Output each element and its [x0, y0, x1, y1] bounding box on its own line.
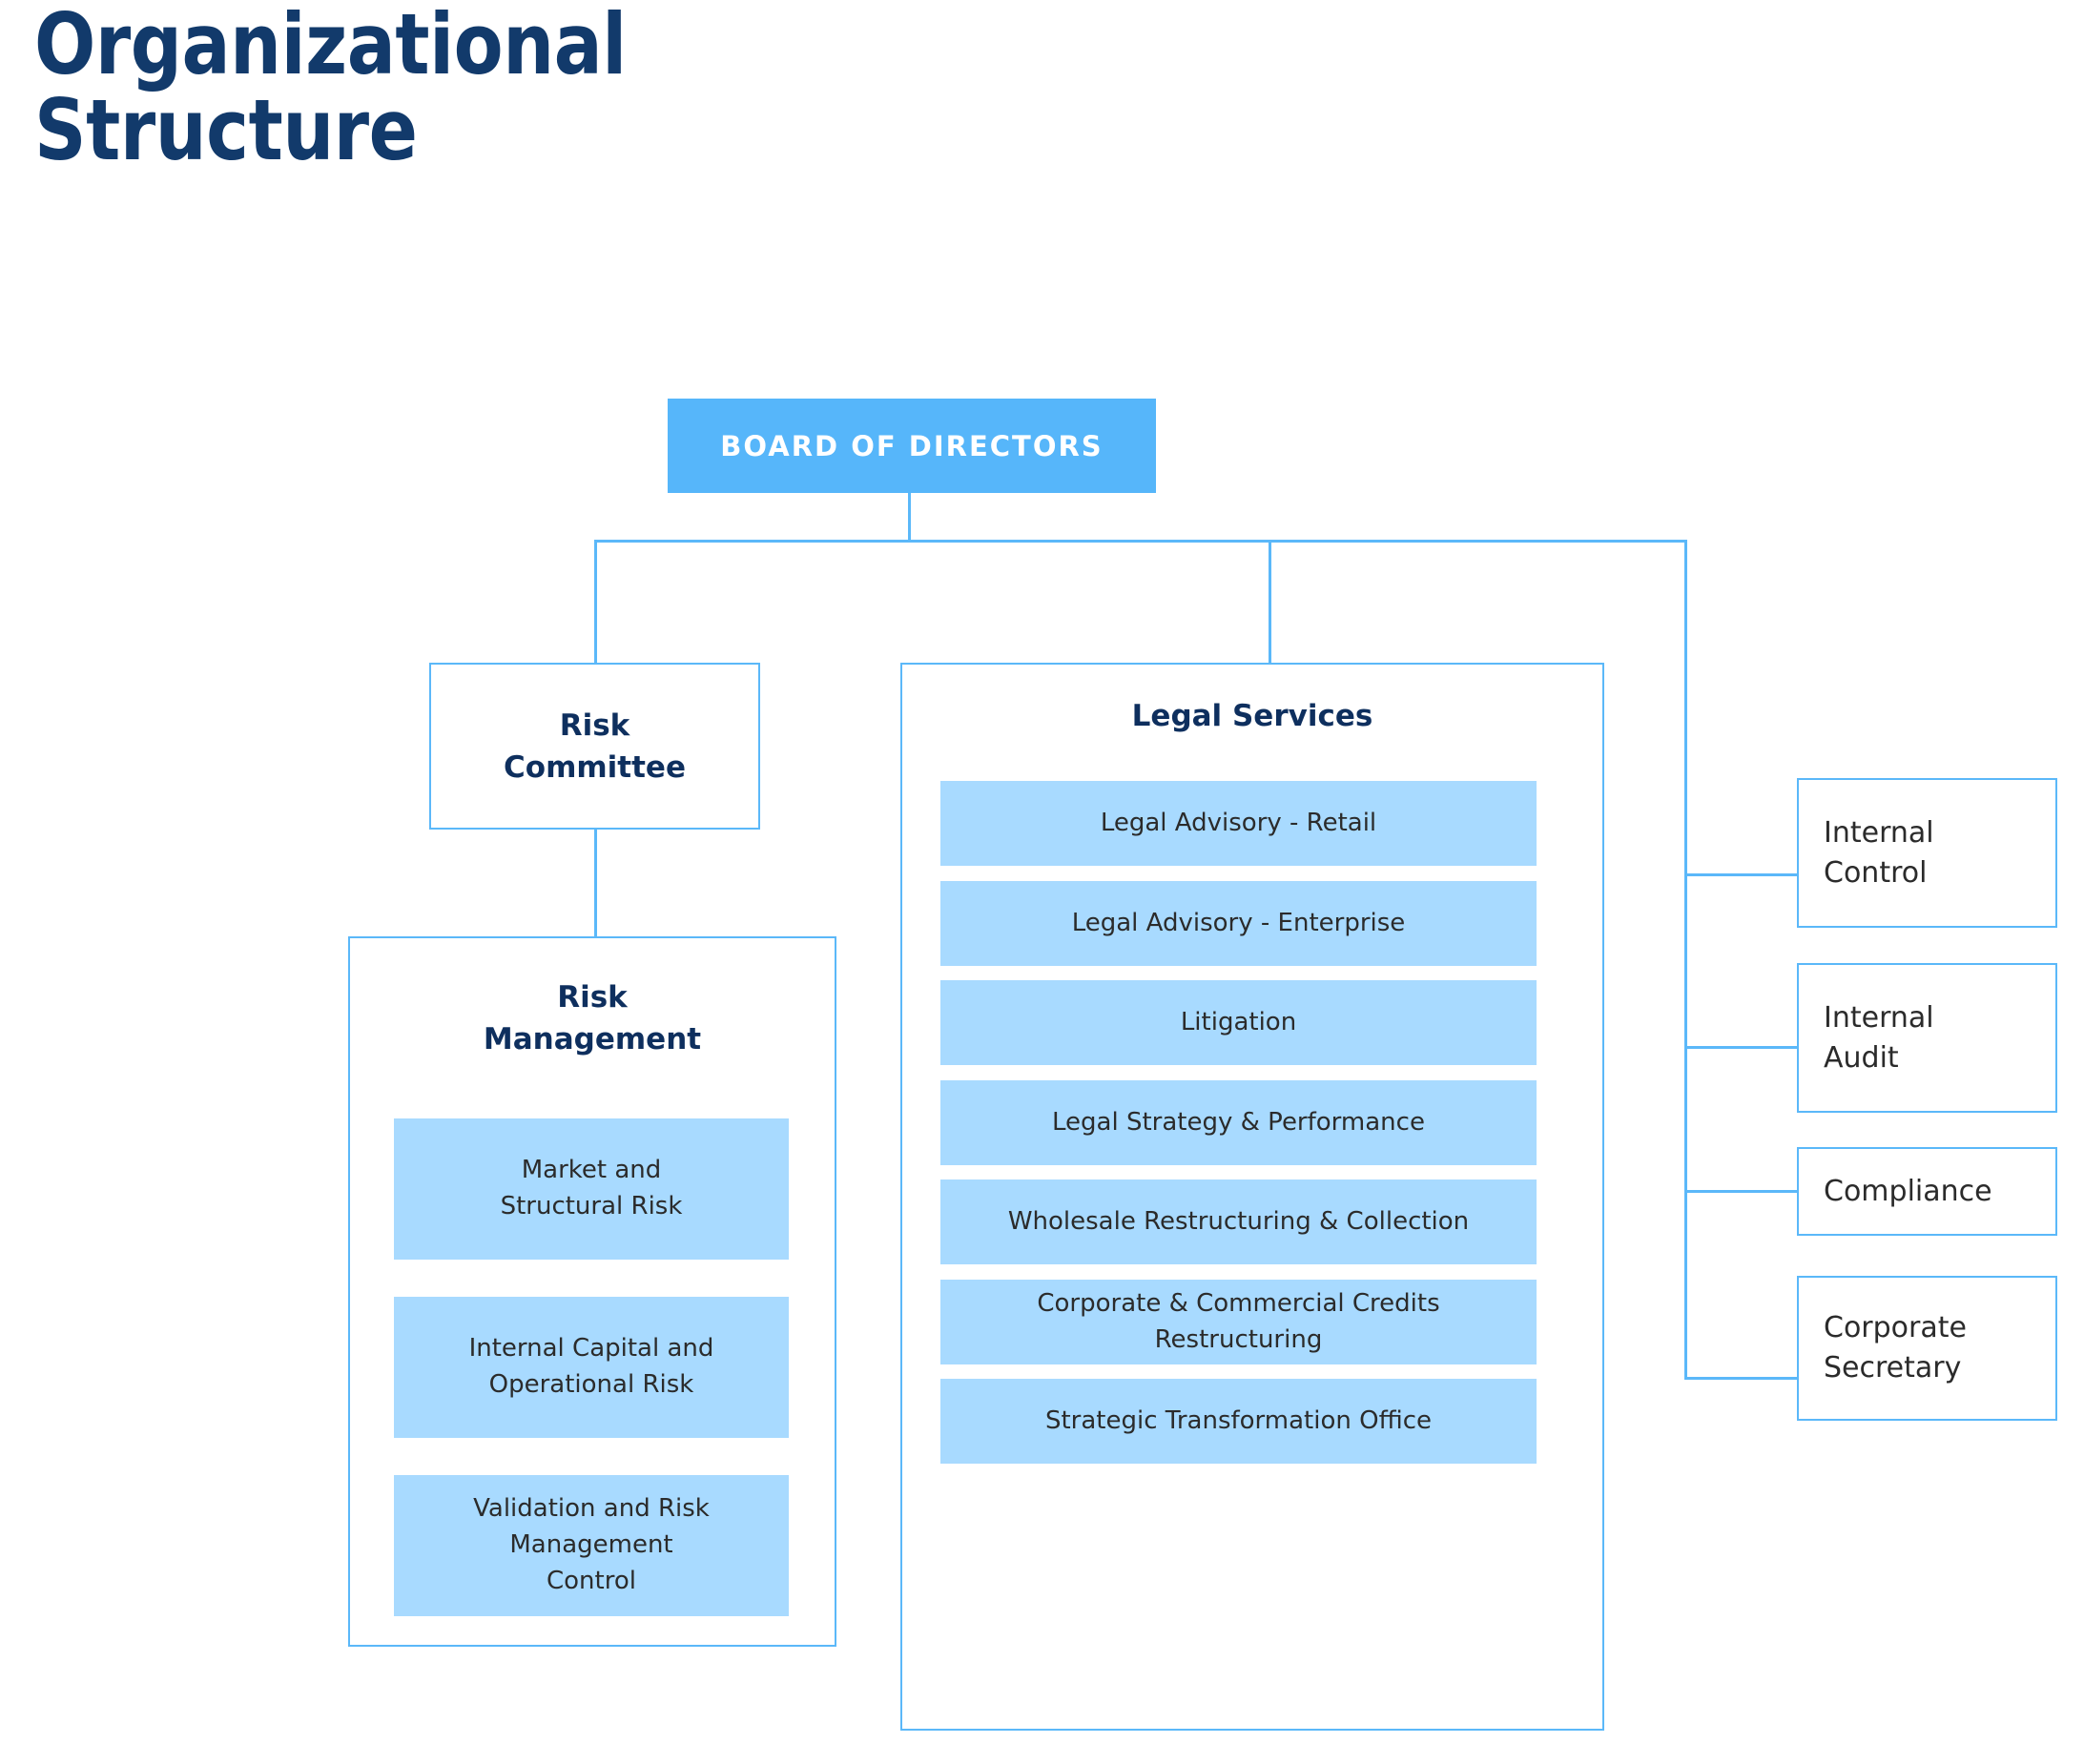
connector-stub-internal-control [1684, 873, 1799, 876]
leaf-label: Strategic Transformation Office [1044, 1405, 1433, 1435]
connector-stub-internal-audit [1684, 1046, 1799, 1049]
connector-risk-committee-to-management [594, 830, 597, 936]
node-risk-committee[interactable]: Risk Committee [429, 663, 760, 830]
node-compliance[interactable]: Compliance [1797, 1147, 2057, 1236]
leaf-legal-advisory-retail[interactable]: Legal Advisory - Retail [940, 781, 1537, 866]
node-internal-audit[interactable]: Internal Audit [1797, 963, 2057, 1113]
legal-services-title: Legal Services [1131, 699, 1373, 733]
connector-stub-compliance [1684, 1190, 1799, 1193]
leaf-label: Legal Strategy & Performance [1052, 1107, 1425, 1137]
connector-legal-services-drop [1269, 540, 1271, 664]
leaf-litigation[interactable]: Litigation [940, 980, 1537, 1065]
leaf-label: Wholesale Restructuring & Collection [1007, 1206, 1470, 1236]
node-board-of-directors[interactable]: BOARD OF DIRECTORS [668, 399, 1156, 493]
internal-audit-label: Internal Audit [1824, 1000, 1934, 1075]
leaf-corporate-commercial-credits-restructuring[interactable]: Corporate & Commercial Credits Restructu… [940, 1280, 1537, 1364]
leaf-label: Corporate & Commercial Credits Restructu… [1037, 1288, 1440, 1354]
connector-stub-corporate-secretary [1684, 1377, 1799, 1380]
leaf-label: Legal Advisory - Enterprise [1071, 908, 1406, 937]
connector-horizontal-bus [594, 540, 1687, 543]
leaf-validation-risk-management-control[interactable]: Validation and Risk Management Control [394, 1475, 789, 1616]
leaf-label: Market and Structural Risk [500, 1156, 683, 1220]
leaf-internal-capital-operational-risk[interactable]: Internal Capital and Operational Risk [394, 1297, 789, 1438]
leaf-legal-advisory-enterprise[interactable]: Legal Advisory - Enterprise [940, 881, 1537, 966]
page-title: Organizational Structure [34, 0, 627, 179]
node-corporate-secretary[interactable]: Corporate Secretary [1797, 1276, 2057, 1421]
connector-risk-committee-drop [594, 540, 597, 664]
risk-committee-title: Risk Committee [504, 708, 686, 786]
leaf-strategic-transformation-office[interactable]: Strategic Transformation Office [940, 1379, 1537, 1464]
compliance-label: Compliance [1824, 1174, 1992, 1208]
internal-control-label: Internal Control [1824, 815, 1934, 890]
node-legal-services[interactable]: Legal Services Legal Advisory - Retail L… [900, 663, 1604, 1731]
leaf-wholesale-restructuring-collection[interactable]: Wholesale Restructuring & Collection [940, 1179, 1537, 1264]
leaf-label: Legal Advisory - Retail [1100, 808, 1377, 837]
risk-management-title: Risk Management [483, 980, 702, 1057]
node-internal-control[interactable]: Internal Control [1797, 778, 2057, 928]
board-of-directors-label: BOARD OF DIRECTORS [720, 429, 1104, 462]
leaf-label: Validation and Risk Management Control [473, 1494, 710, 1595]
connector-side-vertical-bus [1684, 540, 1687, 1379]
leaf-label: Litigation [1180, 1007, 1297, 1036]
connector-board-drop [908, 493, 911, 543]
node-risk-management[interactable]: Risk Management Market and Structural Ri… [348, 936, 836, 1647]
leaf-label: Internal Capital and Operational Risk [468, 1334, 714, 1399]
corporate-secretary-label: Corporate Secretary [1824, 1311, 1967, 1385]
leaf-market-structural-risk[interactable]: Market and Structural Risk [394, 1118, 789, 1260]
leaf-legal-strategy-performance[interactable]: Legal Strategy & Performance [940, 1080, 1537, 1165]
